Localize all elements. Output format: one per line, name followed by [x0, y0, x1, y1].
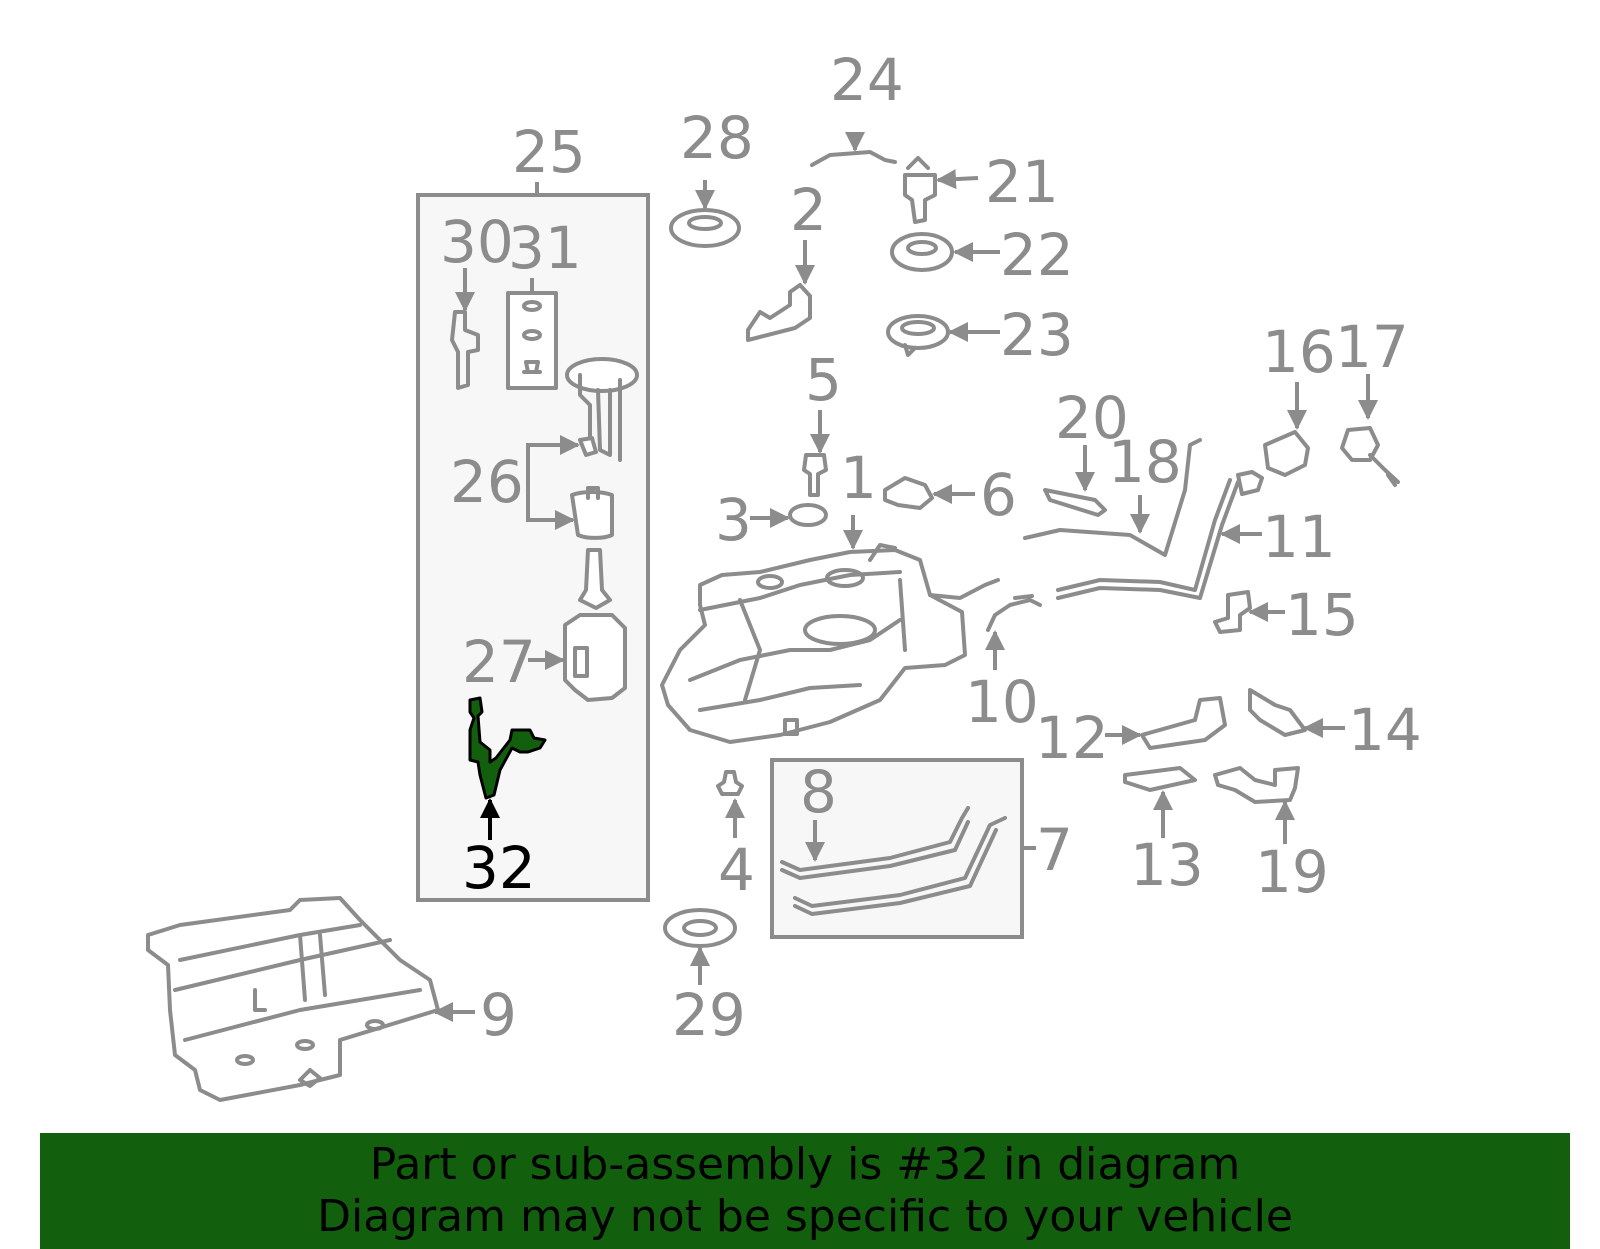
part-18-tube [1023, 438, 1202, 557]
callout-18: 18 [1108, 428, 1182, 496]
callout-20: 20 [1055, 384, 1129, 452]
callout-28: 28 [680, 104, 754, 172]
part-19-bracket [1213, 766, 1300, 804]
callout-16: 16 [1262, 318, 1336, 386]
part-9-heat-shield [146, 896, 440, 1102]
part-7-strap [793, 816, 1007, 916]
part-21-valve [903, 156, 937, 224]
callout-19: 19 [1255, 838, 1329, 906]
part-24-tube [810, 150, 897, 167]
callout-22: 22 [1000, 221, 1074, 289]
callout-5: 5 [805, 346, 842, 414]
callout-15: 15 [1285, 581, 1359, 649]
banner-line-part: Part or sub-assembly is #32 in diagram [369, 1139, 1241, 1190]
callout-12: 12 [1035, 704, 1109, 772]
part-6-bracket [883, 476, 934, 510]
callout-24: 24 [830, 46, 904, 114]
callout-10: 10 [965, 668, 1039, 736]
part-15-elbow [1213, 590, 1252, 634]
callout-32: 32 [462, 834, 536, 902]
part-32-sender-highlighted [468, 696, 547, 800]
callout-7: 7 [1036, 816, 1073, 884]
callout-11: 11 [1262, 503, 1336, 571]
callout-27: 27 [462, 628, 536, 696]
part-27-pump-housing [563, 613, 627, 702]
banner-line-disclaimer: Diagram may not be specific to your vehi… [317, 1191, 1293, 1242]
callout-8: 8 [800, 758, 837, 826]
part-10-hose [986, 594, 1042, 632]
callout-30: 30 [440, 208, 514, 276]
part-11-tubes [1056, 478, 1240, 600]
part-16-cap [1263, 430, 1310, 477]
part-30-harness [450, 310, 480, 390]
callout-4: 4 [718, 836, 755, 904]
callout-3: 3 [715, 486, 752, 554]
part-13-bracket [1123, 766, 1197, 792]
callout-1: 1 [840, 444, 877, 512]
leader-lines [433, 132, 1378, 1022]
part-5-bolt [802, 453, 828, 497]
callout-23: 23 [1000, 301, 1074, 369]
callout-2: 2 [790, 176, 827, 244]
part-8-strap [780, 806, 970, 880]
part-17-filler [1340, 426, 1400, 487]
part-4-clip [716, 770, 744, 796]
part-20-clamp [1043, 488, 1107, 517]
part-1-fuel-tank [660, 543, 1000, 744]
callout-26: 26 [450, 448, 524, 516]
callout-6: 6 [980, 461, 1017, 529]
callout-31: 31 [508, 214, 582, 282]
callout-13: 13 [1130, 831, 1204, 899]
part-3-grommet [788, 503, 828, 527]
part-14-bracket [1248, 688, 1307, 737]
parts-diagram: 24 21 22 23 28 2 25 30 31 26 27 32 5 1 3… [146, 46, 1422, 1102]
callout-21: 21 [985, 148, 1059, 216]
callout-29: 29 [672, 981, 746, 1049]
info-banner: Part or sub-assembly is #32 in diagram D… [40, 1133, 1570, 1249]
callout-labels: 24 21 22 23 28 2 25 30 31 26 27 32 5 1 3… [440, 46, 1422, 1049]
callout-9: 9 [480, 981, 517, 1049]
callout-17: 17 [1335, 313, 1409, 381]
part-2-bracket [746, 283, 812, 342]
part-12-bracket [1140, 696, 1227, 750]
part-29-gasket [663, 908, 737, 948]
part-26-pump-module [565, 357, 639, 540]
callout-14: 14 [1348, 696, 1422, 764]
callout-25: 25 [512, 118, 586, 186]
